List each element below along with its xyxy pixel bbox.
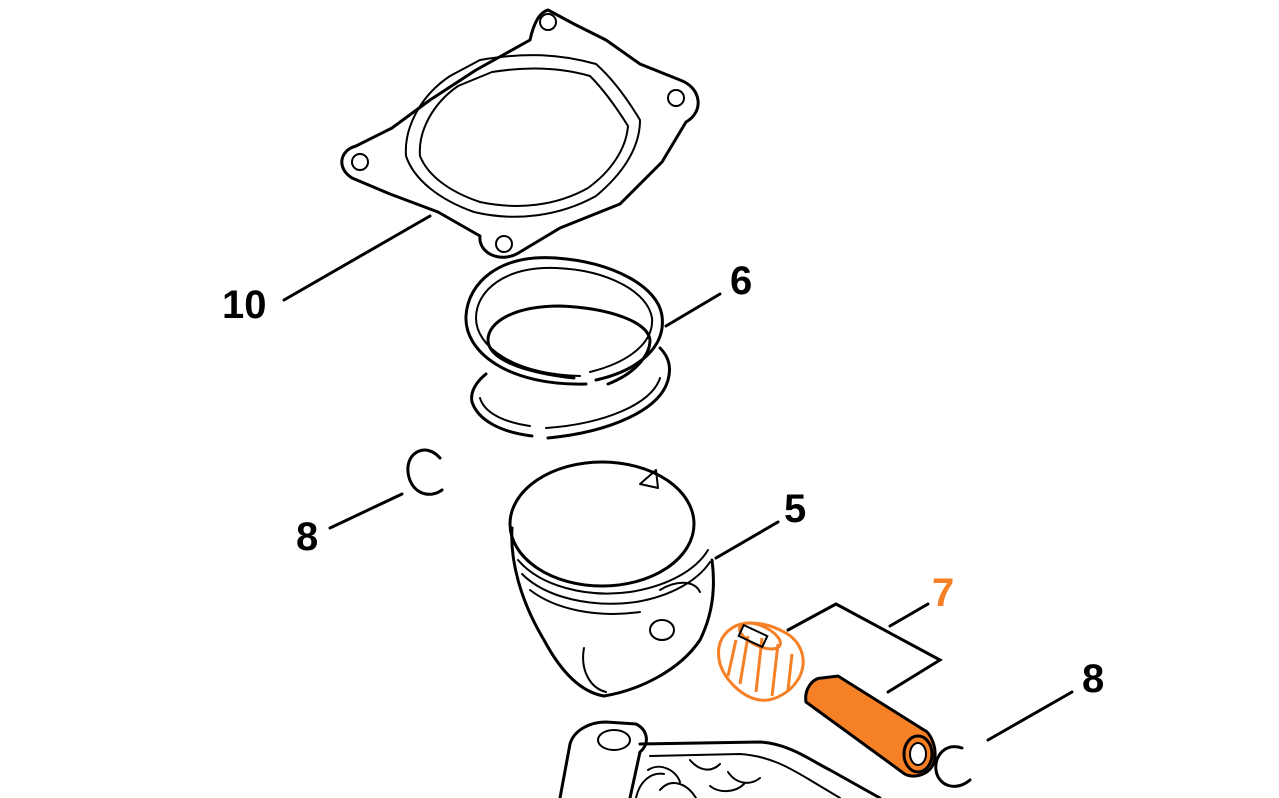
piston-rings[interactable] bbox=[464, 256, 672, 440]
leader-5 bbox=[714, 520, 780, 560]
leader-8-left bbox=[328, 492, 404, 530]
callout-8-right[interactable]: 8 bbox=[1082, 657, 1104, 701]
callout-5[interactable]: 5 bbox=[784, 487, 806, 531]
leader-6 bbox=[664, 292, 722, 328]
circlip-left[interactable] bbox=[406, 448, 444, 496]
callout-10[interactable]: 10 bbox=[222, 283, 267, 327]
piston-pin[interactable] bbox=[804, 674, 937, 778]
circlip-right[interactable] bbox=[934, 745, 972, 788]
connecting-rod bbox=[558, 720, 882, 798]
leader-7-stem bbox=[888, 602, 930, 628]
piston[interactable] bbox=[508, 460, 715, 698]
leader-8-right bbox=[986, 690, 1074, 742]
callout-6[interactable]: 6 bbox=[730, 259, 752, 303]
leader-10 bbox=[282, 214, 432, 302]
callout-8-left[interactable]: 8 bbox=[296, 515, 318, 559]
needle-cage-bearing[interactable] bbox=[717, 618, 805, 702]
callout-7[interactable]: 7 bbox=[932, 571, 954, 615]
leader-7 bbox=[786, 602, 944, 694]
cylinder-gasket[interactable] bbox=[340, 8, 700, 259]
